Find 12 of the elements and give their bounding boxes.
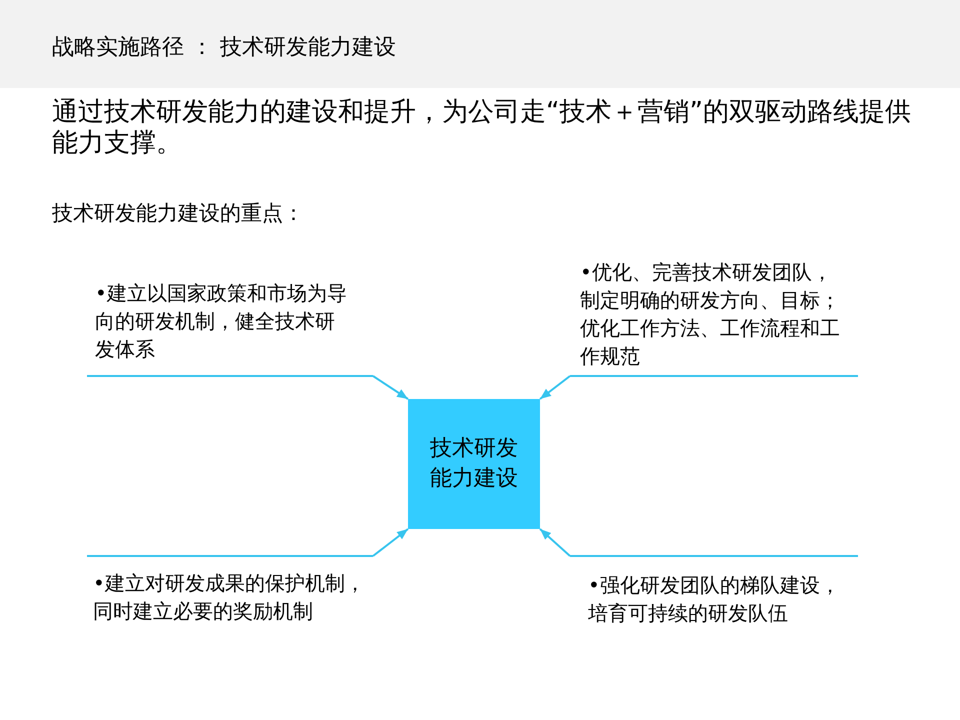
arrow <box>539 375 571 400</box>
bullet-point: •强化研发团队的梯队建设，培育可持续的研发队伍 <box>570 555 858 627</box>
arrow <box>372 528 409 557</box>
slide-title: 战略实施路径 ： 技术研发能力建设 <box>52 34 396 62</box>
bullet-point: •建立以国家政策和市场为导向的研发机制，健全技术研发体系 <box>87 279 373 377</box>
center-box: 技术研发能力建设 <box>408 399 540 529</box>
intro-paragraph: 通过技术研发能力的建设和提升，为公司走“技术＋营销”的双驱动路线提供能力支撑。 <box>52 97 912 159</box>
bullet-point: •建立对研发成果的保护机制，同时建立必要的奖励机制 <box>87 555 373 627</box>
arrow <box>372 375 409 400</box>
bullet-point: •优化、完善技术研发团队，制定明确的研发方向、目标；优化工作方法、工作流程和工作规范 <box>570 258 858 377</box>
section-heading: 技术研发能力建设的重点： <box>52 200 305 227</box>
arrow <box>539 528 571 557</box>
